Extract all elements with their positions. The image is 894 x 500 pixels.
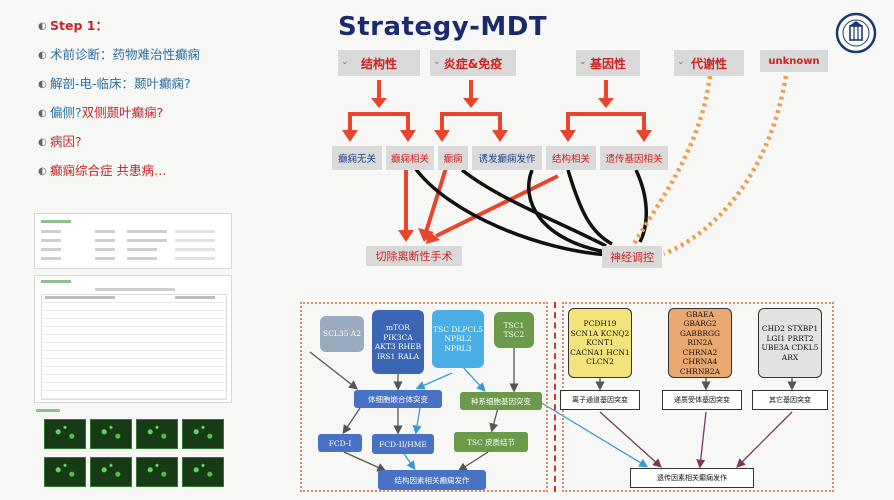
note-value: 颞叶癫痫? <box>134 76 191 91</box>
box-epilepsy-unrelated: 癫痫无关 <box>332 146 382 170</box>
divider-dashed <box>554 302 556 492</box>
mid-label: 诱发癫痫发作 <box>478 154 536 165</box>
category-unknown: unknown <box>760 50 828 72</box>
box-epilepsy-related: 癫痫相关 <box>386 146 434 170</box>
bullet-icon: ◐ <box>38 21 47 32</box>
gene-list: SCL35 A2 <box>323 329 361 339</box>
box-epilepsy: 癫痫 <box>438 146 468 170</box>
gene-box-ion-channel: PCDH19 SCN1A KCNQ2 KCNT1 CACNA1 HCN1 CLC… <box>568 308 632 378</box>
gene-list: mTOR PIK3CA AKT3 RHEB IRS1 RALA <box>374 323 422 361</box>
bullet-icon: ◐ <box>38 79 47 90</box>
label-text: 体细胞嵌合体突变 <box>368 394 428 404</box>
results-table-thumbnail <box>34 275 232 403</box>
label-text: 递质受体基因突变 <box>674 396 730 404</box>
mid-label: 癫痫相关 <box>390 154 429 165</box>
category-structural: ⌄ 结构性 <box>338 50 420 76</box>
label-fcd2-hme: FCD-II/HME <box>372 434 434 454</box>
university-seal-icon <box>835 12 877 54</box>
note-3: ◐ 偏侧?双侧颞叶癫痫? <box>38 105 238 121</box>
bullet-icon: ◐ <box>38 137 47 148</box>
gene-list: PCDH19 SCN1A KCNQ2 KCNT1 CACNA1 HCN1 CLC… <box>570 319 630 367</box>
box-structure-related: 结构相关 <box>546 146 596 170</box>
gene-box-tsc12: TSC1 TSC2 <box>494 312 534 348</box>
note-value: 癫痫综合症 共患病… <box>50 163 167 178</box>
box-genetic-related: 遗传基因相关 <box>600 146 668 170</box>
chevron-icon: ⌄ <box>579 57 587 67</box>
note-key: 病因? <box>50 134 82 149</box>
patient-info-thumbnail <box>34 213 232 269</box>
note-1: ◐ 术前诊断：药物难治性癫痫 <box>38 47 238 63</box>
gene-list: CHD2 STXBP1 LGI1 PRRT2 UBE3A CDKL5 ARX <box>761 324 819 362</box>
label-other-mutation: 其它基因突变 <box>752 390 828 410</box>
somatic-section-frame <box>300 302 548 492</box>
bullet-icon: ◐ <box>38 50 47 61</box>
note-key: 解剖-电-临床： <box>50 76 135 91</box>
page-title: Strategy-MDT <box>338 12 548 42</box>
label-text: 结构因素相关癫痫发作 <box>394 475 470 485</box>
note-value: 药物难治性癫痫 <box>112 47 201 62</box>
gene-box-scl35a2: SCL35 A2 <box>320 316 364 352</box>
gene-box-mtor: mTOR PIK3CA AKT3 RHEB IRS1 RALA <box>372 310 424 374</box>
bullet-icon: ◐ <box>38 166 47 177</box>
label-somatic-mosaic: 体细胞嵌合体突变 <box>354 390 442 408</box>
label-text: 离子通道基因突变 <box>572 396 628 404</box>
mid-label: 癫痫 <box>443 154 463 165</box>
chevron-icon: ⌄ <box>341 57 349 67</box>
gene-box-other: CHD2 STXBP1 LGI1 PRRT2 UBE3A CDKL5 ARX <box>758 308 822 378</box>
category-label: unknown <box>768 55 820 67</box>
label-text: FCD-II/HME <box>379 439 427 449</box>
category-genetic: ⌄基因性 <box>576 50 640 76</box>
label-text: 种系细胞基因突变 <box>471 396 531 406</box>
mid-label: 遗传基因相关 <box>605 154 663 165</box>
category-label: 基因性 <box>589 56 626 71</box>
category-metabolic: ⌄ 代谢性 <box>674 50 744 76</box>
gene-box-tsc: TSC DLPCL5 NPRL2 NPRL3 <box>432 310 484 368</box>
label-text: FCD-I <box>328 438 352 448</box>
note-key: 术前诊断： <box>50 47 113 62</box>
label-text: 遗传因素相关癫痫发作 <box>657 474 727 482</box>
mid-label: 结构相关 <box>551 154 590 165</box>
gene-list: TSC1 TSC2 <box>503 320 525 340</box>
outcome-neuromodulation: 神经调控 <box>602 246 662 268</box>
outcome-label: 神经调控 <box>610 251 654 264</box>
label-structural-seizure: 结构因素相关癫痫发作 <box>378 470 486 490</box>
step-heading: ◐ Step 1： <box>38 18 238 34</box>
label-germline-mutation: 种系细胞基因突变 <box>460 392 542 410</box>
bullet-icon: ◐ <box>38 108 47 119</box>
label-text: TSC 皮质结节 <box>466 437 516 447</box>
note-5: ◐ 癫痫综合症 共患病… <box>38 163 238 179</box>
category-label: 代谢性 <box>690 56 727 71</box>
category-label: 炎症&免疫 <box>443 56 503 71</box>
note-value: 双侧颞叶癫痫? <box>81 105 164 120</box>
chevron-icon: ⌄ <box>677 57 685 67</box>
category-label: 结构性 <box>360 56 397 71</box>
gene-list: TSC DLPCL5 NPRL2 NPRL3 <box>433 324 483 353</box>
gene-list: GBAEA GBARG2 GABBRGG RIN2A CHRNA2 CHRNA4… <box>679 309 721 376</box>
label-genetic-seizure: 遗传因素相关癫痫发作 <box>630 468 754 488</box>
chevron-icon: ⌄ <box>433 57 441 67</box>
note-key: 偏侧? <box>50 105 82 120</box>
box-provoked-seizure: 诱发癫痫发作 <box>472 146 542 170</box>
outcome-label: 切除离断性手术 <box>375 250 453 263</box>
mid-label: 癫痫无关 <box>337 154 376 165</box>
label-ion-channel-mutation: 离子通道基因突变 <box>560 390 640 410</box>
note-4: ◐ 病因? <box>38 134 238 150</box>
category-inflammatory: ⌄炎症&免疫 <box>430 50 516 76</box>
label-receptor-mutation: 递质受体基因突变 <box>662 390 742 410</box>
label-text: 其它基因突变 <box>769 396 811 404</box>
step-label: Step 1： <box>50 18 108 33</box>
notes-panel: ◐ Step 1： ◐ 术前诊断：药物难治性癫痫 ◐ 解剖-电-临床：颞叶癫痫?… <box>38 18 238 192</box>
microscopy-thumbnail <box>34 407 230 495</box>
gene-box-receptor: GBAEA GBARG2 GABBRGG RIN2A CHRNA2 CHRNA4… <box>668 308 732 378</box>
label-tsc-nodule: TSC 皮质结节 <box>454 432 528 452</box>
note-2: ◐ 解剖-电-临床：颞叶癫痫? <box>38 76 238 92</box>
label-fcd1: FCD-I <box>318 434 362 452</box>
outcome-resection-surgery: 切除离断性手术 <box>366 246 462 266</box>
